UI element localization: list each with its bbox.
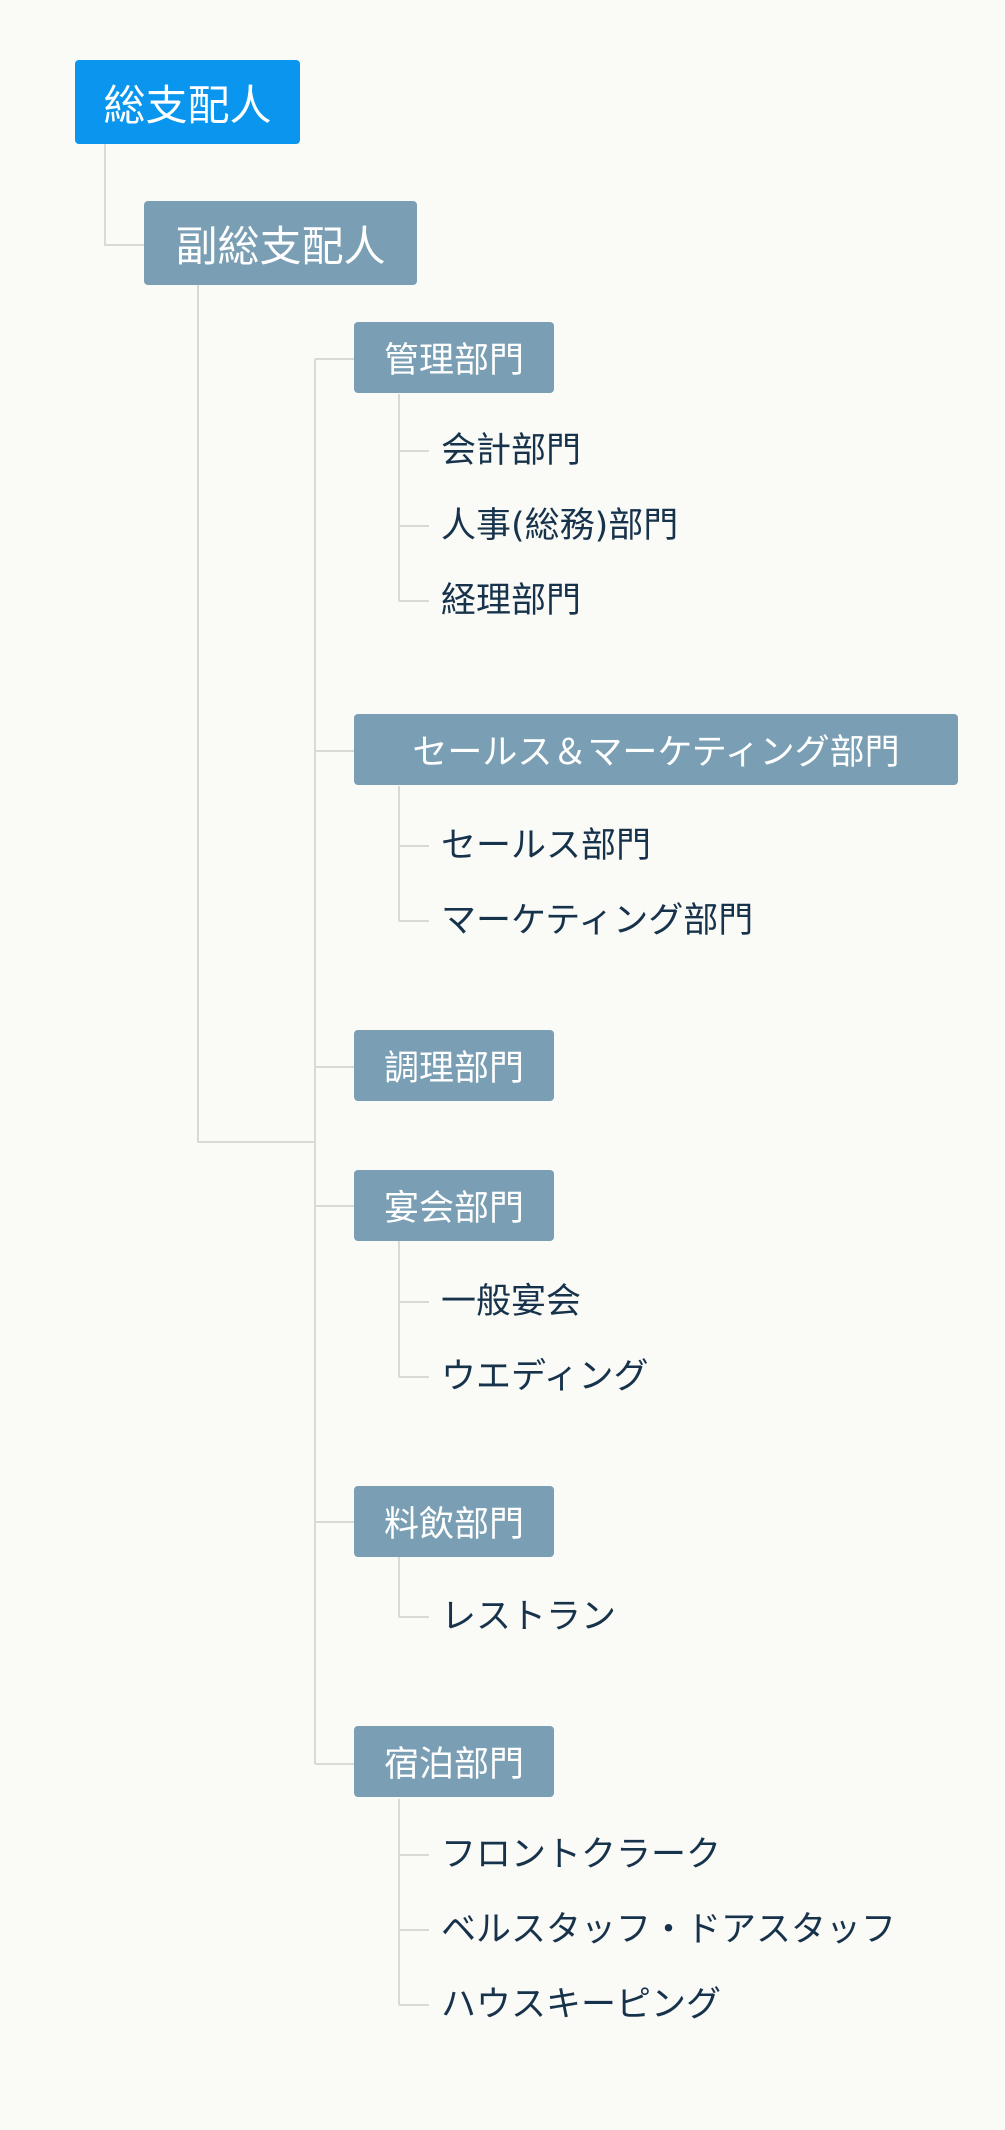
node-department-sales-marketing: セールス＆マーケティング部門	[354, 714, 958, 785]
connector-deputy-trunk	[197, 285, 315, 1143]
leaf-accounting: 会計部門	[441, 431, 582, 471]
node-department-food-beverage: 料飲部門	[354, 1486, 554, 1557]
leaf-restaurant: レストラン	[441, 1597, 617, 1637]
connector-accommodation-children	[398, 1799, 429, 2006]
leaf-marketing: マーケティング部門	[441, 901, 754, 941]
connector-admin-children	[398, 394, 429, 602]
leaf-general-banquet: 一般宴会	[441, 1282, 582, 1322]
node-department-kitchen: 調理部門	[354, 1030, 554, 1101]
node-department-admin: 管理部門	[354, 322, 554, 393]
connector-food-beverage-children	[398, 1557, 429, 1618]
leaf-finance: 経理部門	[441, 581, 582, 621]
leaf-housekeeping: ハウスキーピング	[441, 1985, 722, 2025]
node-department-accommodation: 宿泊部門	[354, 1726, 554, 1797]
leaf-wedding: ウエディング	[441, 1357, 649, 1397]
node-general-manager: 総支配人	[75, 60, 300, 144]
connector-banquet-children	[398, 1241, 429, 1378]
connector-root-deputy	[104, 144, 144, 246]
node-department-banquet: 宴会部門	[354, 1170, 554, 1241]
leaf-front-clerk: フロントクラーク	[441, 1835, 722, 1875]
leaf-sales: セールス部門	[441, 826, 652, 866]
connector-sales-marketing-children	[398, 786, 429, 922]
leaf-bell-door-staff: ベルスタッフ・ドアスタッフ	[441, 1910, 897, 1950]
node-deputy-general-manager: 副総支配人	[144, 201, 417, 285]
leaf-human-resources: 人事(総務)部門	[441, 506, 679, 546]
